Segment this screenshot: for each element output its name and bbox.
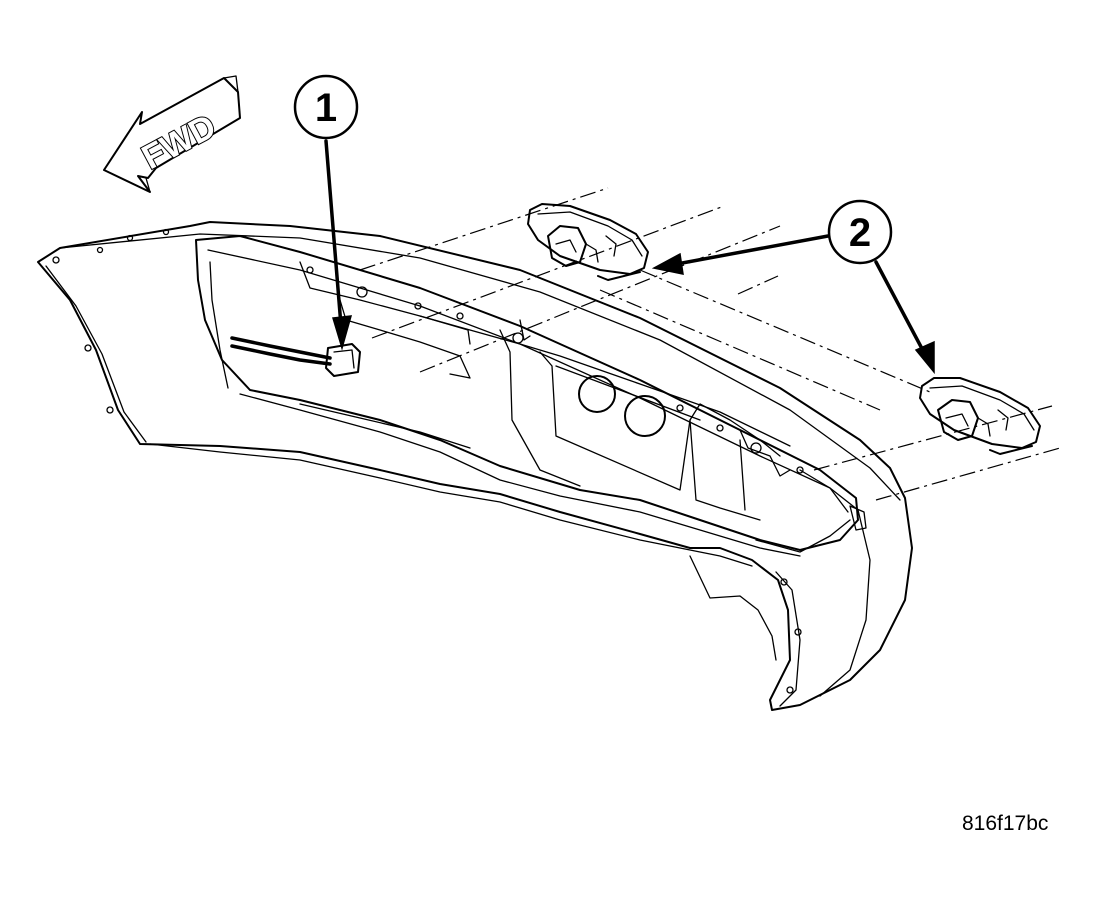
- callout-2-number: 2: [849, 211, 871, 255]
- fwd-label: FWD: [136, 107, 222, 177]
- rear-bumper: [37, 221, 913, 711]
- wiring-harness: [230, 336, 361, 377]
- figure-code: 816f17bc: [962, 812, 1049, 835]
- license-lamp-upper: [527, 203, 649, 281]
- license-lamp-lower: [919, 377, 1041, 455]
- callout-2: 2: [651, 199, 935, 375]
- callout-1-number: 1: [315, 86, 337, 130]
- fwd-arrow-icon: FWD: [103, 75, 241, 193]
- installation-centerlines: [359, 187, 1061, 501]
- callout-1: 1: [293, 74, 359, 351]
